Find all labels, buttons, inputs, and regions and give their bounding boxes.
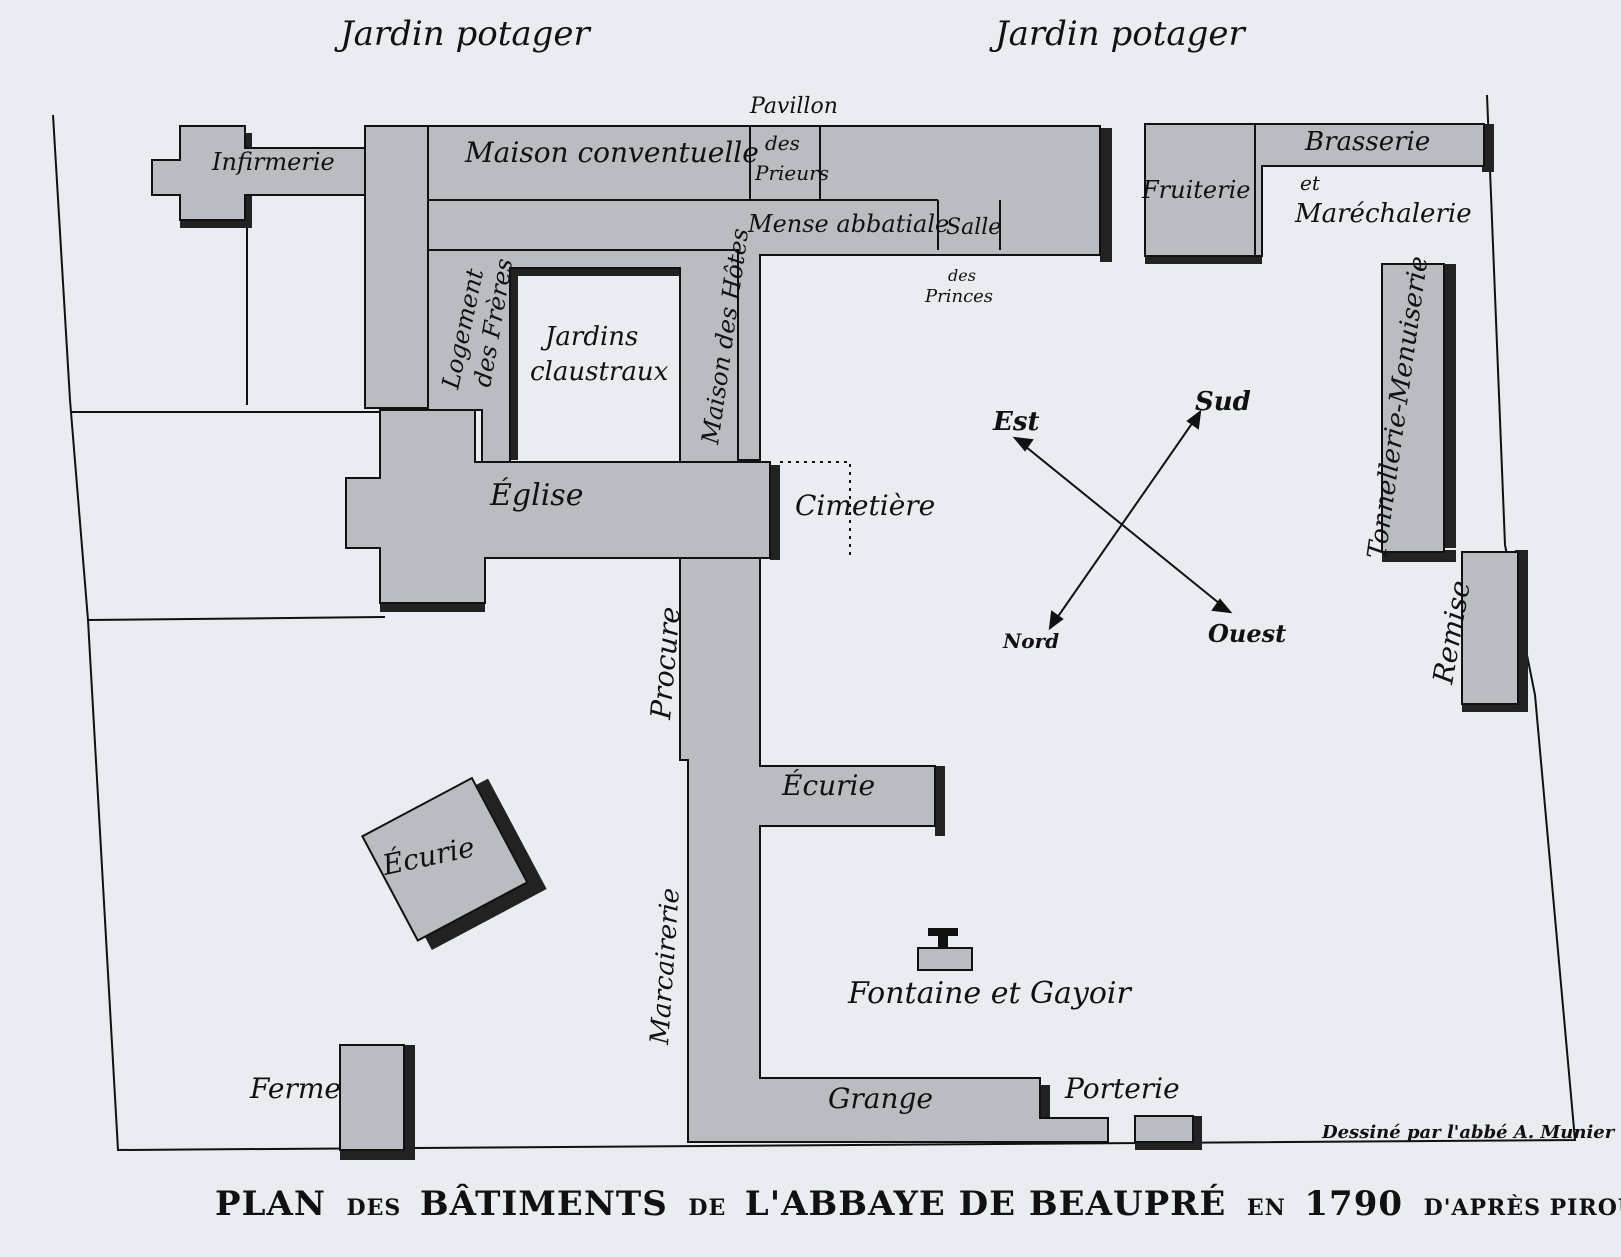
compass-label-ouest: Ouest <box>1208 619 1286 648</box>
building-brasserie <box>1254 123 1494 257</box>
label-marechalerie: Maréchalerie <box>1294 199 1472 229</box>
caption-en: EN <box>1247 1195 1286 1221</box>
caption-plan: PLAN <box>215 1184 326 1224</box>
label-porterie: Porterie <box>1064 1072 1180 1105</box>
caption-batiments: BÂTIMENTS <box>420 1183 668 1224</box>
label-maison-conventuelle: Maison conventuelle <box>464 136 759 169</box>
building-infirmerie <box>151 125 366 228</box>
label-infirmerie: Infirmerie <box>211 148 335 176</box>
label-fruiterie: Fruiterie <box>1141 176 1250 204</box>
label-claustraux: claustraux <box>530 357 669 387</box>
building-eglise <box>345 409 780 612</box>
building-west-range <box>679 557 1109 1143</box>
caption-year: 1790 <box>1304 1184 1403 1224</box>
building-fruiterie <box>1144 123 1262 264</box>
building-remise <box>1461 550 1528 712</box>
label-grange: Grange <box>828 1082 933 1115</box>
building-ecurie-west <box>361 776 547 950</box>
label-jardin-potager-left: Jardin potager <box>334 14 592 54</box>
signature: Dessiné par l'abbé A. Munier <box>1321 1122 1616 1143</box>
label-marcairerie: Marcairerie <box>645 887 686 1047</box>
building-porterie <box>1134 1115 1202 1150</box>
label-eglise: Église <box>489 477 583 513</box>
label-salle-des: des <box>948 266 976 285</box>
building-tonnellerie <box>1381 263 1456 562</box>
label-pavillon-prieurs: Prieurs <box>754 161 829 185</box>
caption-title: PLAN DES BÂTIMENTS DE L'ABBAYE DE BEAUPR… <box>215 1183 1621 1224</box>
label-brasserie-et: et <box>1300 171 1321 195</box>
label-brasserie: Brasserie <box>1304 127 1430 157</box>
label-ecurie-east: Écurie <box>781 769 875 802</box>
label-pavillon-des: des <box>765 131 800 155</box>
compass-rose <box>1012 409 1233 631</box>
label-salle: Salle <box>946 215 1001 240</box>
label-fontaine: Fontaine et Gayoir <box>847 976 1133 1011</box>
label-cimetiere: Cimetière <box>795 489 935 522</box>
building-ferme <box>339 1044 415 1160</box>
label-pavillon: Pavillon <box>749 94 838 119</box>
label-jardins: Jardins <box>540 322 638 352</box>
compass-label-sud: Sud <box>1195 387 1251 417</box>
caption-de: DE <box>688 1195 726 1221</box>
label-jardin-potager-right: Jardin potager <box>989 14 1247 54</box>
caption-abbaye: L'ABBAYE DE BEAUPRÉ <box>745 1183 1227 1224</box>
fontaine-icon <box>917 928 973 971</box>
label-ferme: Ferme <box>249 1072 341 1105</box>
label-salle-princes: Princes <box>924 286 993 307</box>
compass-label-est: Est <box>992 407 1039 437</box>
caption-des: DES <box>347 1195 402 1221</box>
compass-label-nord: Nord <box>1002 629 1059 653</box>
caption-apres: D'APRÈS PIROUX <box>1424 1194 1621 1221</box>
label-mense-abbatiale: Mense abbatiale <box>747 210 949 238</box>
